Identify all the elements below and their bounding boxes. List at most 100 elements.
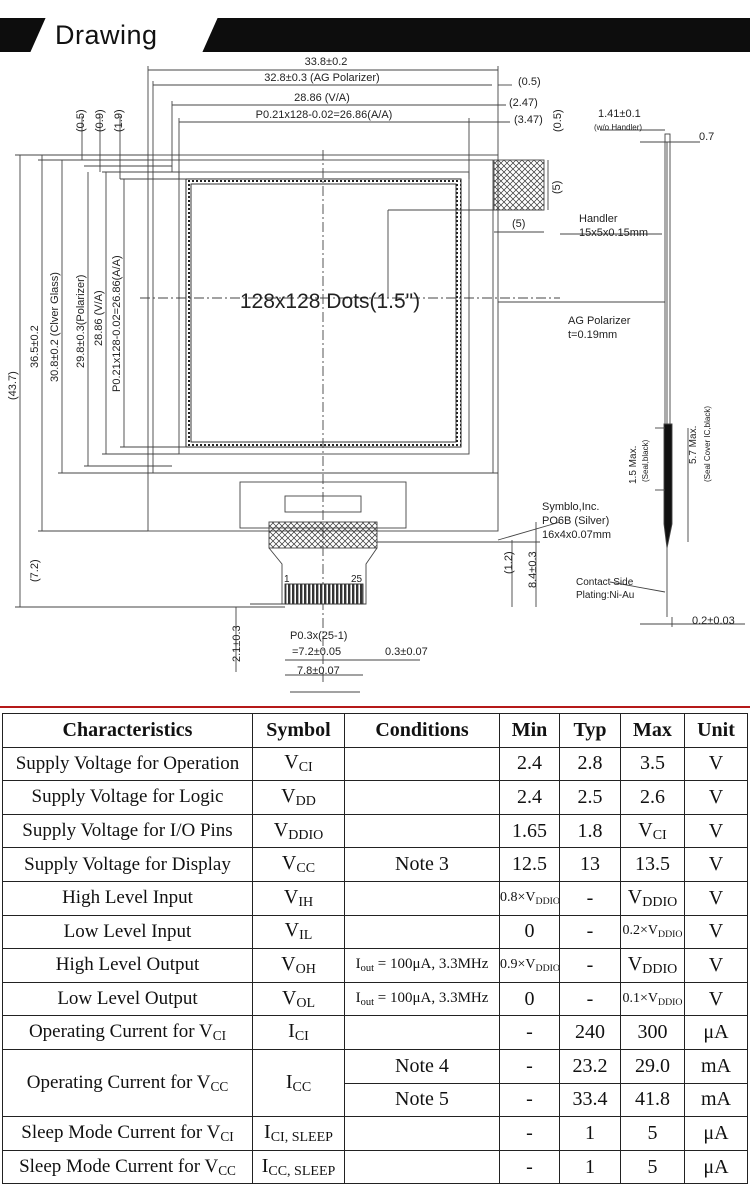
typ-cell: 13 (559, 847, 621, 882)
cell-text: - (526, 1054, 533, 1077)
dim-pitch-total: =7.2±0.05 (292, 646, 341, 658)
col-conditions: Conditions (344, 713, 500, 748)
typ-cell: 1.8 (559, 813, 621, 849)
cell-text: I (261, 1154, 269, 1177)
subscript: CC (210, 1078, 229, 1094)
dim-seal-15: 1.5 Max. (628, 446, 639, 484)
conditions-cell (344, 813, 500, 849)
subscript: CI (294, 1029, 309, 1045)
min-cell: 1.65 (499, 813, 560, 849)
dim-h-72: (7.2) (29, 559, 41, 582)
cell-text: High Level Output (55, 954, 200, 976)
characteristic-cell: Sleep Mode Current for VCI (2, 1116, 253, 1151)
cell-text: 0 (524, 987, 535, 1010)
min-cell: 0 (499, 914, 560, 950)
typ-cell: 1 (559, 1149, 621, 1185)
conditions-cell: Iout = 100μA, 3.3MHz (344, 948, 500, 983)
cell-text: V (638, 818, 653, 841)
min-cell: - (499, 1149, 560, 1185)
max-cell: 5 (620, 1149, 685, 1185)
characteristic-cell: Low Level Input (2, 914, 253, 950)
subscript: DDIO (658, 996, 683, 1008)
cell-text: V (281, 952, 296, 975)
cell-text: 41.8 (635, 1088, 670, 1111)
dim-right-347: (3.47) (514, 114, 543, 126)
dim-fpc-84: 8.4±0.3 (527, 551, 539, 588)
dim-07: 0.7 (699, 131, 714, 143)
cell-text: V (281, 986, 297, 1009)
min-cell: 0.8×VDDIO (499, 880, 560, 916)
subscript: CC (218, 1162, 236, 1178)
subscript: CI (212, 1028, 227, 1044)
unit-cell: V (684, 880, 748, 916)
cell-text: 2.6 (640, 785, 665, 808)
subscript: OH (295, 961, 316, 977)
subscript: DDIO (658, 929, 683, 941)
dim-h-437: (43.7) (7, 371, 19, 400)
conditions-cell (344, 1116, 500, 1151)
characteristic-cell: Low Level Output (2, 981, 253, 1017)
cell-text: V (284, 919, 300, 942)
characteristic-cell: Supply Voltage for I/O Pins (2, 813, 253, 849)
subscript: CI (298, 760, 313, 776)
dim-h-308: 30.8±0.2 (Clver Glass) (49, 272, 61, 382)
dim-pitch: P0.3x(25-1) (290, 630, 347, 642)
dim-v-05: (0.5) (75, 109, 87, 132)
note-handler: Handler (579, 213, 618, 225)
note-handler-size: 15x5x0.15mm (579, 227, 648, 239)
subscript: DDIO (535, 962, 560, 974)
conditions-cell: Note 3 (344, 847, 500, 882)
cell-text: Low Level Input (63, 920, 192, 942)
cell-text: 0.8×V (500, 889, 536, 905)
typ-cell: 23.2 (559, 1048, 621, 1084)
cell-text: V (281, 852, 297, 875)
col-min: Min (499, 713, 560, 748)
unit-cell: V (684, 813, 748, 849)
unit-cell: V (684, 981, 748, 1017)
dim-h-aa: P0.21x128-0.02=26.86(A/A) (111, 255, 123, 392)
cell-text: 1.65 (512, 819, 547, 842)
cell-text: V (284, 751, 299, 774)
table-row: Supply Voltage for I/O Pins V DDIO 1.65 1.8 V… (2, 813, 748, 849)
typ-cell: 1 (559, 1116, 621, 1151)
max-cell: 5 (620, 1116, 685, 1151)
cell-text: - (526, 1021, 533, 1044)
characteristic-cell: Supply Voltage for Logic (2, 780, 253, 815)
subscript: DDIO (288, 827, 324, 843)
dim-thickness: 1.41±0.1 (598, 108, 641, 120)
characteristic-cell: Supply Voltage for Operation (2, 746, 253, 782)
cell-text: - (526, 1121, 533, 1144)
dim-h-2886: 28.86 (V/A) (93, 290, 105, 346)
section-divider (0, 706, 750, 708)
cell-text: 29.0 (635, 1054, 670, 1077)
symbol-cell: ICI (252, 1015, 345, 1050)
unit-cell: V (684, 746, 748, 782)
table-header-row: Characteristics Symbol Conditions Min Ty… (2, 713, 748, 748)
unit-cell: V (684, 780, 748, 815)
cell-text: 0 (524, 920, 535, 943)
characteristic-cell: Operating Current for VCC (2, 1048, 253, 1118)
cell-text: 5 (647, 1121, 658, 1144)
note-ag-polarizer: AG Polarizer (568, 315, 631, 327)
note-contact-side: Contact Side (576, 577, 634, 588)
typ-cell: - (559, 880, 621, 916)
dim-h-365: 36.5±0.2 (29, 325, 41, 368)
unit-cell: μA (684, 1149, 748, 1185)
cell-text: Supply Voltage for I/O Pins (22, 820, 233, 842)
cell-text: V (281, 784, 296, 807)
dim-handler-5v: (5) (551, 181, 563, 194)
min-cell: 2.4 (499, 780, 560, 815)
dim-h-298: 29.8±0.3(Polarizer) (75, 275, 87, 368)
characteristic-cell: Supply Voltage for Display (2, 847, 253, 882)
cell-text: Sleep Mode Current for V (19, 1155, 219, 1177)
dim-fpc-21: 2.1±0.3 (231, 625, 243, 662)
unit-cell: μA (684, 1116, 748, 1151)
table-row: High Level Output VOH Iout = 100μA, 3.3MHz… (2, 948, 748, 983)
cell-text: Supply Voltage for Operation (15, 752, 240, 774)
section-title: Drawing (55, 20, 158, 50)
